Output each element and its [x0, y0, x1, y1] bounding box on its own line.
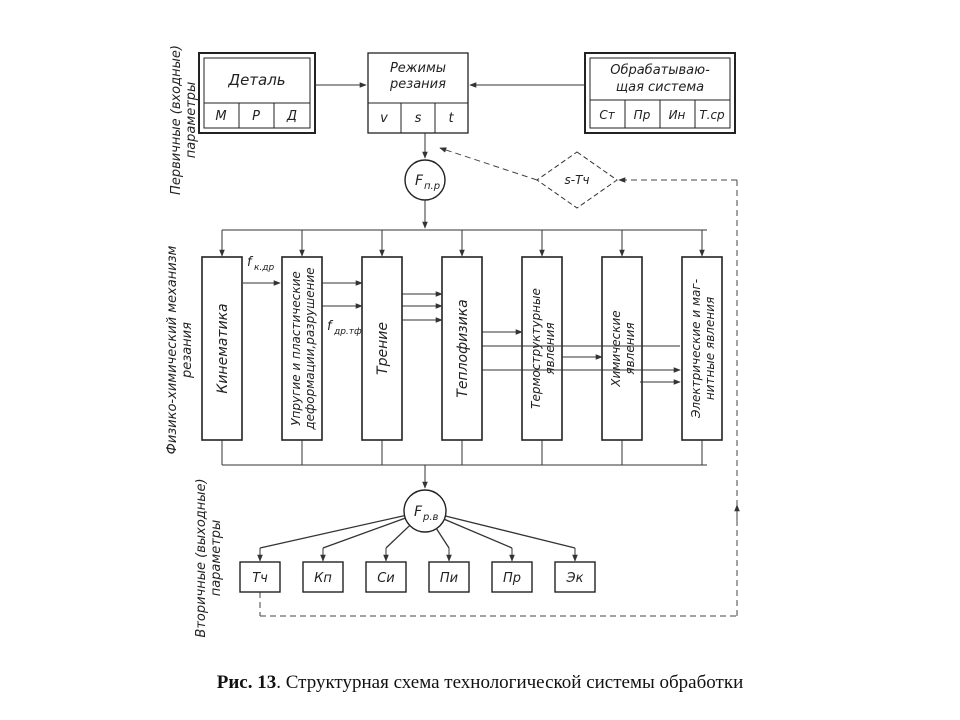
side-label-primary: Первичные (входные) параметры: [169, 45, 199, 195]
output-block-2: Кп: [302, 517, 406, 593]
svg-text:п.р: п.р: [424, 181, 440, 192]
cross-links: [243, 280, 681, 385]
output-label: Кп: [314, 571, 332, 586]
block-detail-title: Деталь: [227, 71, 285, 89]
block-cutting-modes: Режимы резания v s t: [367, 52, 469, 134]
mechanism-block-label: явления: [623, 322, 637, 374]
output-blocks: Тч Кп Си Пи Пр Эк: [239, 514, 596, 593]
mechanism-block-3: Трение: [361, 230, 403, 465]
mechanism-block-label: Упругие и пластические: [289, 271, 303, 426]
svg-text:др.тф: др.тф: [333, 327, 362, 337]
svg-text:Пр: Пр: [634, 108, 651, 122]
cell-m: М: [215, 109, 226, 124]
svg-text:Ин: Ин: [669, 108, 686, 122]
node-f-pr: F п.р: [404, 159, 446, 201]
node-f-rv: F р.в: [403, 489, 447, 533]
mechanism-block-label: явления: [543, 322, 557, 374]
cell-t: t: [448, 111, 454, 126]
mechanism-block-label: Трение: [375, 322, 391, 375]
svg-text:f: f: [327, 319, 334, 334]
svg-text:Режимы: Режимы: [390, 61, 446, 76]
output-label: Пр: [503, 571, 521, 586]
svg-text:Ст: Ст: [599, 108, 615, 122]
mechanism-block-label: Химические: [609, 310, 623, 387]
output-label: Си: [377, 571, 395, 586]
svg-text:F: F: [414, 504, 423, 520]
output-label: Пи: [440, 571, 458, 586]
svg-text:к.др: к.др: [254, 263, 275, 273]
svg-text:s-Тч: s-Тч: [564, 173, 589, 187]
mechanism-block-label: Кинематика: [215, 303, 231, 393]
side-label-secondary: Вторичные (выходные) параметры: [194, 478, 224, 637]
svg-text:резания: резания: [389, 77, 446, 92]
svg-text:Первичные (входные): Первичные (входные): [169, 45, 184, 195]
svg-text:р.в: р.в: [422, 512, 439, 523]
output-label: Тч: [252, 571, 268, 586]
svg-text:Т.ср: Т.ср: [699, 108, 725, 122]
mechanism-block-4: Теплофизика: [441, 230, 483, 465]
svg-text:параметры: параметры: [184, 82, 199, 159]
cell-s: s: [415, 111, 422, 126]
mechanism-block-7: Электрические и маг-нитные явления: [681, 230, 723, 465]
mechanism-block-label: Электрические и маг-: [689, 279, 703, 419]
output-block-4: Пи: [428, 528, 470, 593]
svg-text:Вторичные (выходные): Вторичные (выходные): [194, 478, 209, 637]
mechanism-block-label: нитные явления: [703, 297, 717, 400]
output-block-3: Си: [365, 524, 411, 593]
label-f-drtf: f др.тф: [327, 319, 362, 337]
feedback-dashed-lines: [259, 147, 738, 617]
mechanism-block-label: Теплофизика: [455, 299, 471, 397]
block-detail: Деталь М Р Д: [198, 52, 316, 134]
svg-text:F: F: [415, 173, 424, 189]
svg-text:параметры: параметры: [209, 520, 224, 597]
output-block-6: Эк: [445, 515, 596, 593]
output-block-5: Пр: [444, 518, 533, 593]
cell-d: Д: [286, 109, 297, 124]
svg-text:f: f: [247, 255, 254, 270]
mechanism-block-1: Кинематика: [201, 230, 243, 465]
output-label: Эк: [566, 571, 584, 586]
svg-text:резания: резания: [180, 322, 195, 379]
output-block-1: Тч: [239, 514, 405, 593]
figure-caption: Рис. 13. Структурная схема технологическ…: [216, 672, 744, 693]
mechanism-block-label: Термоструктурные: [529, 288, 543, 409]
cell-v: v: [380, 111, 388, 126]
svg-text:Обрабатываю-: Обрабатываю-: [610, 63, 710, 78]
side-label-mechanism: Физико-химический механизм резания: [165, 245, 195, 454]
svg-text:щая система: щая система: [616, 80, 704, 95]
node-s-tch: s-Тч: [536, 151, 618, 209]
svg-text:Физико-химический механизм: Физико-химический механизм: [165, 245, 180, 454]
label-f-kdr: f к.др: [247, 255, 275, 273]
block-processing-system: Обрабатываю- щая система Ст Пр Ин Т.ср: [584, 52, 736, 134]
mechanism-block-label: деформации,разрушение: [303, 267, 317, 430]
cell-p: Р: [252, 109, 260, 124]
